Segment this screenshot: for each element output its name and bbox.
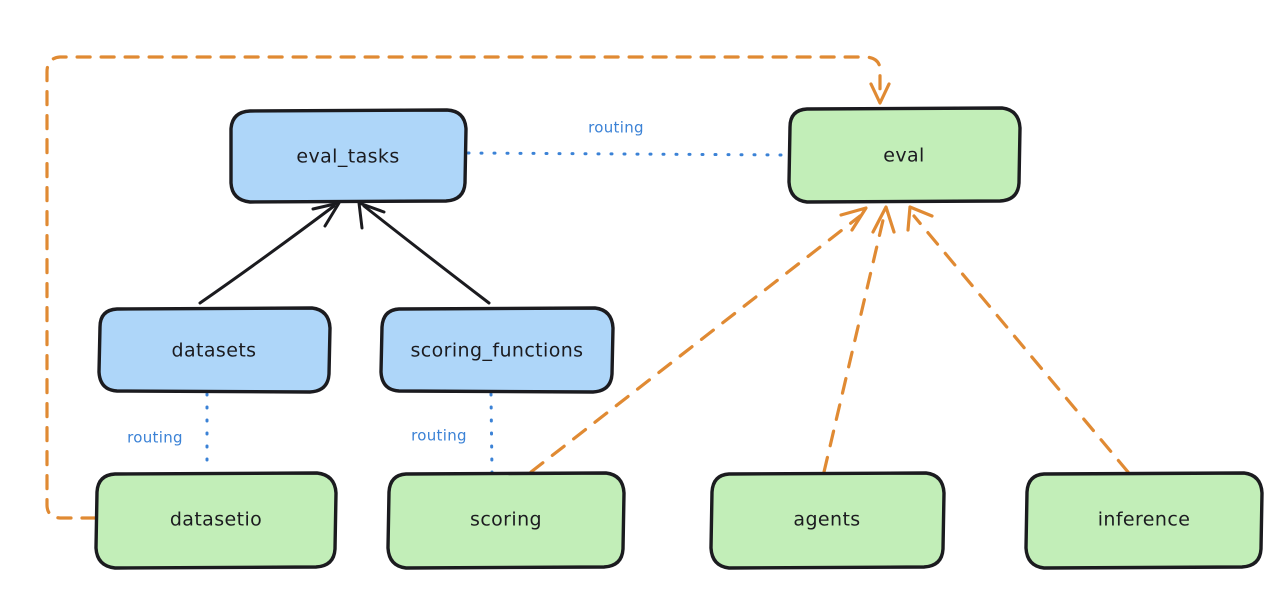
edge-label-routing-datasets-datasetio: routing (127, 429, 183, 447)
node-label-datasets: datasets (172, 340, 257, 362)
edge-agents-eval (822, 205, 896, 474)
node-label-eval: eval (883, 145, 924, 167)
node-label-scoring_functions: scoring_functions (411, 340, 584, 362)
node-label-datasetio: datasetio (170, 509, 262, 531)
edge-scoring_functions-scoring (489, 392, 494, 474)
edge-datasetio-eval (45, 55, 891, 520)
edge-eval_tasks-eval (466, 151, 788, 157)
edge-label-routing-scoring_functions-scoring: routing (411, 427, 467, 445)
node-label-scoring: scoring (470, 509, 542, 531)
node-inference[interactable]: inference (1024, 471, 1264, 570)
arrowhead-icon (871, 205, 896, 234)
arrowhead-icon (869, 82, 891, 105)
node-label-agents: agents (793, 509, 860, 531)
edge-inference-eval (906, 205, 1130, 474)
node-label-inference: inference (1098, 509, 1191, 531)
node-datasets[interactable]: datasets (97, 306, 332, 394)
node-scoring[interactable]: scoring (386, 471, 626, 570)
node-eval[interactable]: eval (787, 106, 1022, 204)
edge-scoring_functions-eval_tasks (357, 201, 491, 305)
node-eval_tasks[interactable]: eval_tasks (229, 108, 468, 204)
edge-scoring-eval (529, 206, 868, 474)
node-agents[interactable]: agents (709, 471, 946, 570)
edge-label-routing-eval_tasks-eval: routing (588, 119, 644, 137)
arrowhead-icon (839, 206, 868, 232)
node-datasetio[interactable]: datasetio (94, 471, 338, 570)
node-scoring_functions[interactable]: scoring_functions (379, 306, 615, 394)
edge-datasets-eval_tasks (198, 201, 341, 305)
arrowhead-icon (906, 205, 934, 232)
node-label-eval_tasks: eval_tasks (296, 146, 399, 168)
